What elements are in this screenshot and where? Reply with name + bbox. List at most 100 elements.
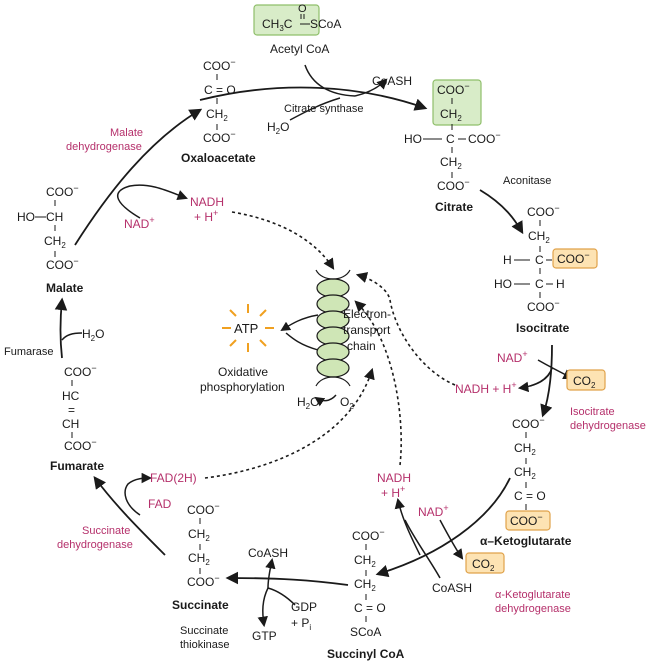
nad-malate: NAD+ (124, 215, 155, 231)
acetyl-coa-label: Acetyl CoA (270, 42, 329, 56)
citrate-label: Citrate (435, 200, 473, 214)
arrow-oaa-to-citrate (199, 86, 428, 111)
svg-text:C = O: C = O (354, 601, 386, 615)
svg-text:HO: HO (17, 210, 35, 224)
arrow-gdp-in (267, 587, 296, 606)
citrate-synthase: Citrate synthase (284, 103, 363, 115)
oxphos-label-1: Oxidative (218, 365, 268, 379)
arrow-nad-malate (117, 184, 188, 219)
nad-akg: NAD+ (418, 503, 449, 519)
etc-chain-segments (316, 278, 350, 378)
oxaloacetate: COO− C = O CH2 COO− Oxaloacetate (181, 57, 256, 165)
arrow-coash-out-3 (265, 557, 276, 589)
svg-text:COO−: COO− (187, 501, 220, 517)
svg-text:H: H (503, 253, 512, 267)
nad-iso: NAD+ (497, 349, 528, 365)
svg-text:CH2: CH2 (188, 527, 210, 543)
etc-h2o: H2O (297, 395, 319, 411)
svg-text:CH2: CH2 (188, 551, 210, 567)
fumarate-label: Fumarate (50, 459, 104, 473)
svg-text:H: H (556, 277, 565, 291)
arrow-citrate-to-isocitrate (479, 189, 524, 235)
succinylcoa-label: Succinyl CoA (327, 647, 405, 661)
citrate: COO− CH2 HO C COO− CH2 COO− Citrate (404, 79, 501, 214)
alpha-ketoglutarate: COO− CH2 CH2 C = O COO− α–Ketoglutarate (480, 415, 572, 548)
fad2h-label: FAD(2H) (150, 471, 197, 485)
nadh-iso: NADH + H+ (455, 380, 517, 396)
svg-text:COO−: COO− (510, 512, 543, 528)
svg-text:=: = (68, 403, 75, 417)
h2o-1: H2O (267, 120, 289, 136)
svg-text:COO−: COO− (437, 177, 470, 193)
svg-text:COO−: COO− (527, 298, 560, 314)
svg-text:CH2: CH2 (206, 107, 228, 123)
coash-1: CoASH (372, 74, 412, 88)
arrow-nadh-iso-out (517, 367, 553, 393)
h2o-fumarase: H2O (82, 327, 104, 343)
svg-text:COO−: COO− (352, 527, 385, 543)
svg-text:O: O (298, 3, 307, 15)
svg-text:COO−: COO− (512, 415, 545, 431)
svg-text:COO−: COO− (64, 437, 97, 453)
arrow-gtp-out (257, 587, 269, 628)
svg-text:CH2: CH2 (440, 155, 462, 171)
succinate-thiokinase-1: Succinate (180, 625, 228, 637)
succinate: COO− CH2 CH2 COO− Succinate (172, 501, 229, 612)
svg-text:CH2: CH2 (440, 107, 462, 123)
co2-1: CO2 (573, 374, 596, 390)
svg-text:C: C (535, 253, 544, 267)
malate-dh-2: dehydrogenase (66, 141, 142, 153)
succinate-thiokinase-2: thiokinase (180, 639, 230, 651)
dashed-akg-nadh (354, 300, 402, 466)
svg-text:CH: CH (62, 417, 79, 431)
svg-text:C: C (446, 132, 455, 146)
akg-dh-2: dehydrogenase (495, 603, 571, 615)
svg-text:COO−: COO− (187, 573, 220, 589)
svg-text:CH2: CH2 (354, 553, 376, 569)
fumarate: COO− HC = CH COO− Fumarate (50, 363, 104, 473)
arrow-acetylcoa-in (304, 64, 356, 97)
svg-text:SCoA: SCoA (310, 17, 341, 31)
succinate-dh-1: Succinate (82, 525, 130, 537)
svg-text:HO: HO (494, 277, 512, 291)
arrow-fumarate-to-malate (54, 297, 68, 359)
arrow-fad (124, 472, 153, 516)
svg-text:COO−: COO− (203, 57, 236, 73)
isocitrate-label: Isocitrate (516, 321, 570, 335)
svg-text:C: C (535, 277, 544, 291)
succinate-dh-2: dehydrogenase (57, 539, 133, 551)
dashed-malate-nadh (231, 211, 335, 270)
coash-3: CoASH (248, 546, 288, 560)
arrow-succinylcoa-to-succinate (225, 571, 349, 586)
succinyl-coa: COO− CH2 CH2 C = O SCoA Succinyl CoA (327, 527, 405, 661)
svg-text:SCoA: SCoA (350, 625, 381, 639)
svg-text:COO−: COO− (468, 130, 501, 146)
atp-star-icon (222, 304, 274, 352)
svg-text:C = O: C = O (204, 83, 236, 97)
cycle-arrows (54, 86, 553, 586)
svg-text:CH: CH (46, 210, 63, 224)
gdp-label: GDP (291, 600, 317, 614)
svg-text:COO−: COO− (203, 129, 236, 145)
side-arrows (61, 64, 574, 628)
etc-o2: O2 (340, 395, 354, 411)
etc-label-2: transport (343, 323, 391, 337)
fumarase-label: Fumarase (4, 346, 54, 358)
isocitrate-dh-2: dehydrogenase (570, 420, 646, 432)
fad-label: FAD (148, 497, 172, 511)
arrow-succinate-to-fumarate (93, 475, 166, 556)
arrow-h2o-in-1 (289, 97, 341, 121)
svg-text:CH3C: CH3C (262, 17, 293, 33)
akg-label: α–Ketoglutarate (480, 534, 572, 548)
svg-text:COO−: COO− (46, 256, 79, 272)
malate-label: Malate (46, 281, 84, 295)
dashed-fadh2 (204, 367, 375, 479)
malate: COO− HO CH CH2 COO− Malate (17, 183, 84, 295)
arrow-malate-to-oaa (74, 108, 203, 246)
acetyl-coa: CH3C O SCoA Acetyl CoA (253, 3, 341, 56)
svg-text:CH2: CH2 (44, 234, 66, 250)
svg-text:COO−: COO− (437, 81, 470, 97)
isocitrate: COO− CH2 H C COO− HO C H COO− Isocitrate (494, 203, 598, 335)
svg-text:CH2: CH2 (514, 465, 536, 481)
